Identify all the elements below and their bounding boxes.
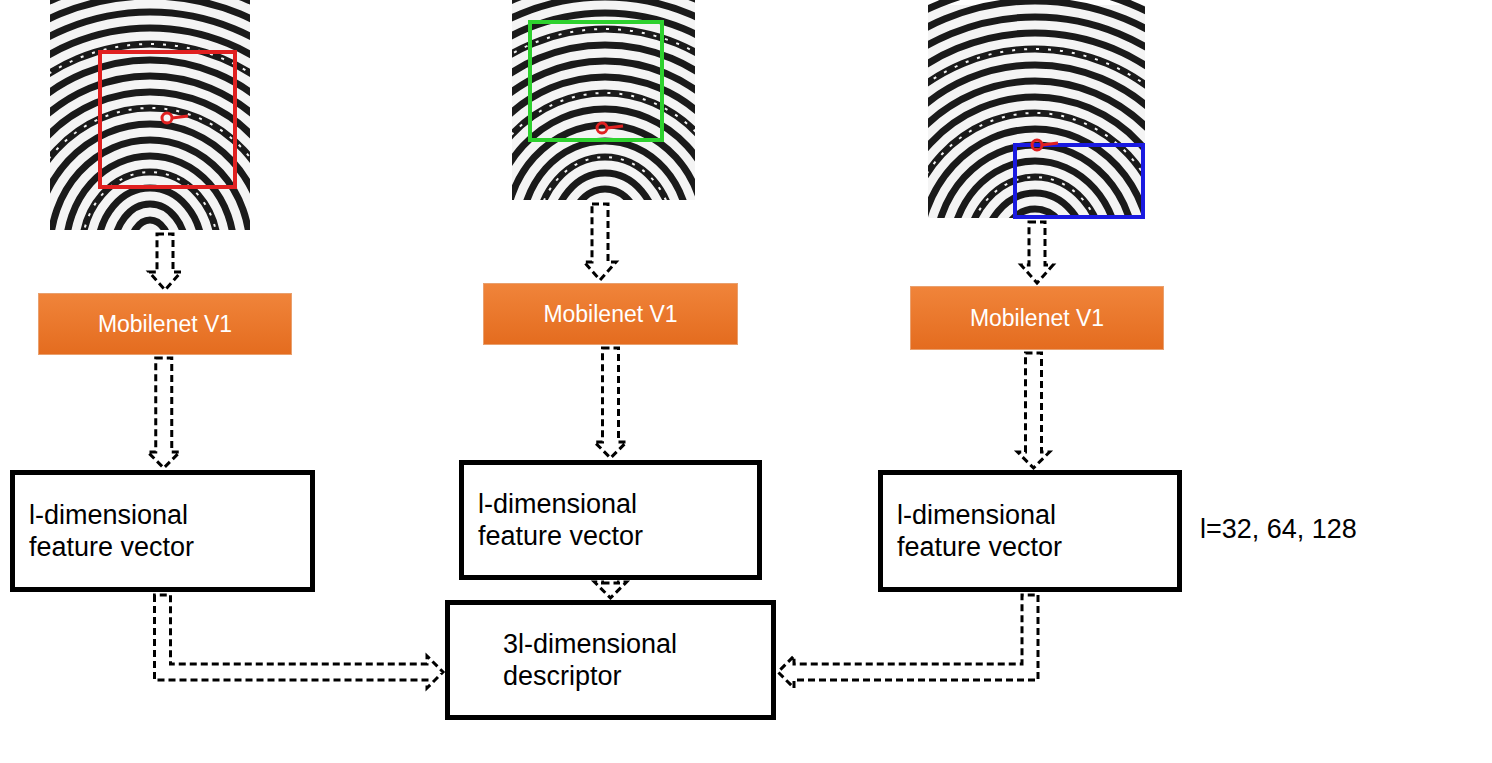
box-text: l-dimensional feature vector	[29, 499, 244, 564]
hollow-arrow	[1018, 353, 1050, 468]
hollow-arrow	[595, 582, 627, 598]
box-text: Mobilenet V1	[970, 305, 1104, 332]
network-box: Mobilenet V1	[910, 286, 1164, 350]
box-text: l-dimensional feature vector	[897, 499, 1112, 564]
dimension-note: l=32, 64, 128	[1200, 514, 1357, 545]
feature-box: l-dimensional feature vector	[459, 460, 762, 580]
network-box: Mobilenet V1	[483, 283, 738, 345]
descriptor-box: 3l-dimensional descriptor	[445, 600, 776, 720]
feature-box: l-dimensional feature vector	[10, 470, 315, 592]
network-box: Mobilenet V1	[38, 293, 292, 355]
box-text: l-dimensional feature vector	[478, 488, 693, 553]
hollow-arrow	[595, 348, 627, 458]
box-text: Mobilenet V1	[98, 311, 232, 338]
box-text: 3l-dimensional descriptor	[503, 628, 718, 693]
feature-box: l-dimensional feature vector	[878, 470, 1182, 592]
hollow-arrow	[148, 358, 180, 468]
hollow-arrow	[155, 595, 444, 688]
hollow-arrow	[778, 595, 1038, 688]
box-text: Mobilenet V1	[543, 301, 677, 328]
